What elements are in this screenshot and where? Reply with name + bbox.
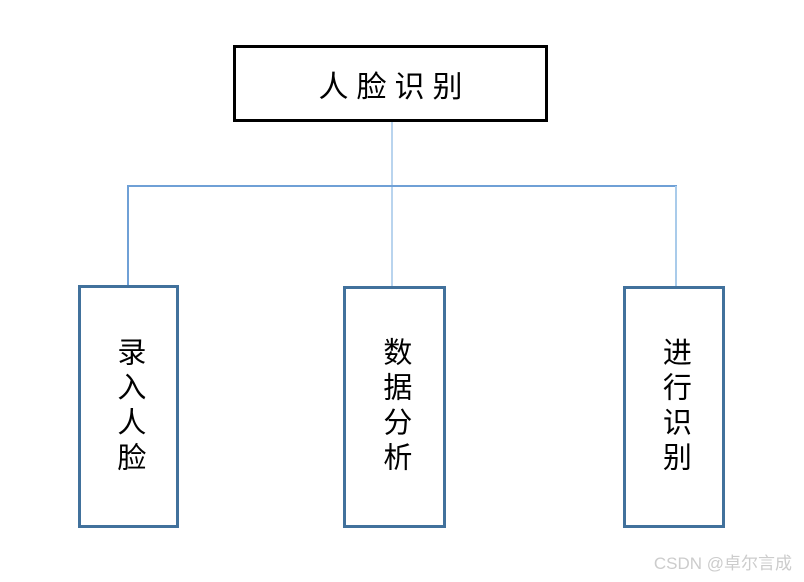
node-data-analysis-label: 数据分析: [378, 337, 411, 477]
connector-to-right-node: [675, 186, 677, 286]
node-face-recognition: 人脸识别: [233, 45, 548, 122]
node-perform-recognition-label: 进行识别: [658, 337, 691, 477]
node-enter-face: 录入人脸: [78, 285, 179, 528]
connector-horizontal: [127, 185, 677, 187]
node-enter-face-label: 录入人脸: [112, 336, 145, 477]
node-perform-recognition: 进行识别: [623, 286, 725, 528]
watermark: CSDN @卓尔言成: [653, 554, 792, 573]
connector-to-left-node: [127, 186, 129, 285]
node-face-recognition-label: 人脸识别: [318, 70, 471, 104]
node-data-analysis: 数据分析: [343, 286, 446, 528]
connector-root-to-middle: [391, 122, 393, 286]
